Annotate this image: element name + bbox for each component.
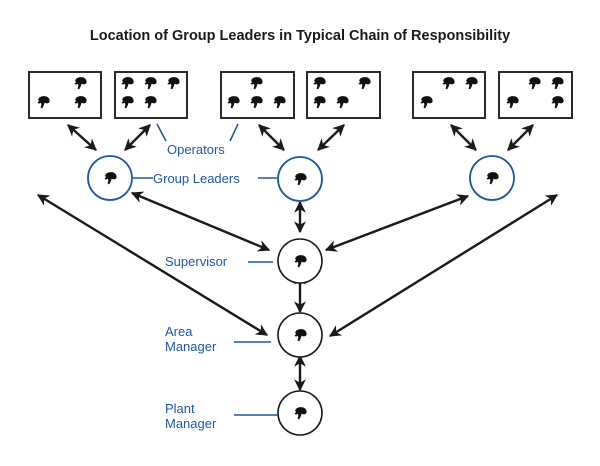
operators-leader-line — [229, 123, 239, 142]
double-arrow — [324, 194, 470, 252]
double-arrow — [36, 193, 269, 337]
area-manager-label-line2: Manager — [165, 339, 217, 354]
plant-manager-label-line1: Plant — [165, 401, 195, 416]
double-arrow — [317, 124, 345, 151]
diagram-title: Location of Group Leaders in Typical Cha… — [90, 28, 510, 44]
double-arrow — [130, 191, 271, 252]
plant-manager-label-line2: Manager — [165, 416, 217, 431]
operator-box — [412, 71, 486, 119]
double-arrow — [258, 124, 285, 151]
supervisor-label: Supervisor — [165, 254, 228, 269]
group-leader-node — [469, 155, 515, 201]
area-manager-node — [277, 312, 323, 358]
group-leader-node — [87, 155, 133, 201]
operators-label: Operators — [167, 142, 225, 157]
operator-box — [114, 71, 188, 119]
operator-box — [306, 71, 381, 119]
operators-leader-line — [156, 123, 167, 142]
group-leaders-label: Group Leaders — [153, 171, 240, 186]
plant-manager-node — [277, 390, 323, 436]
double-arrow — [507, 124, 534, 151]
double-arrow — [67, 124, 97, 151]
double-arrow — [124, 124, 151, 151]
group-leader-node — [277, 156, 323, 202]
double-arrow — [328, 193, 559, 338]
operator-box — [220, 71, 295, 119]
double-arrow — [450, 124, 477, 151]
operator-box — [28, 71, 102, 119]
area-manager-label-line1: Area — [165, 324, 193, 339]
supervisor-node — [277, 238, 323, 284]
operator-box — [498, 71, 573, 119]
